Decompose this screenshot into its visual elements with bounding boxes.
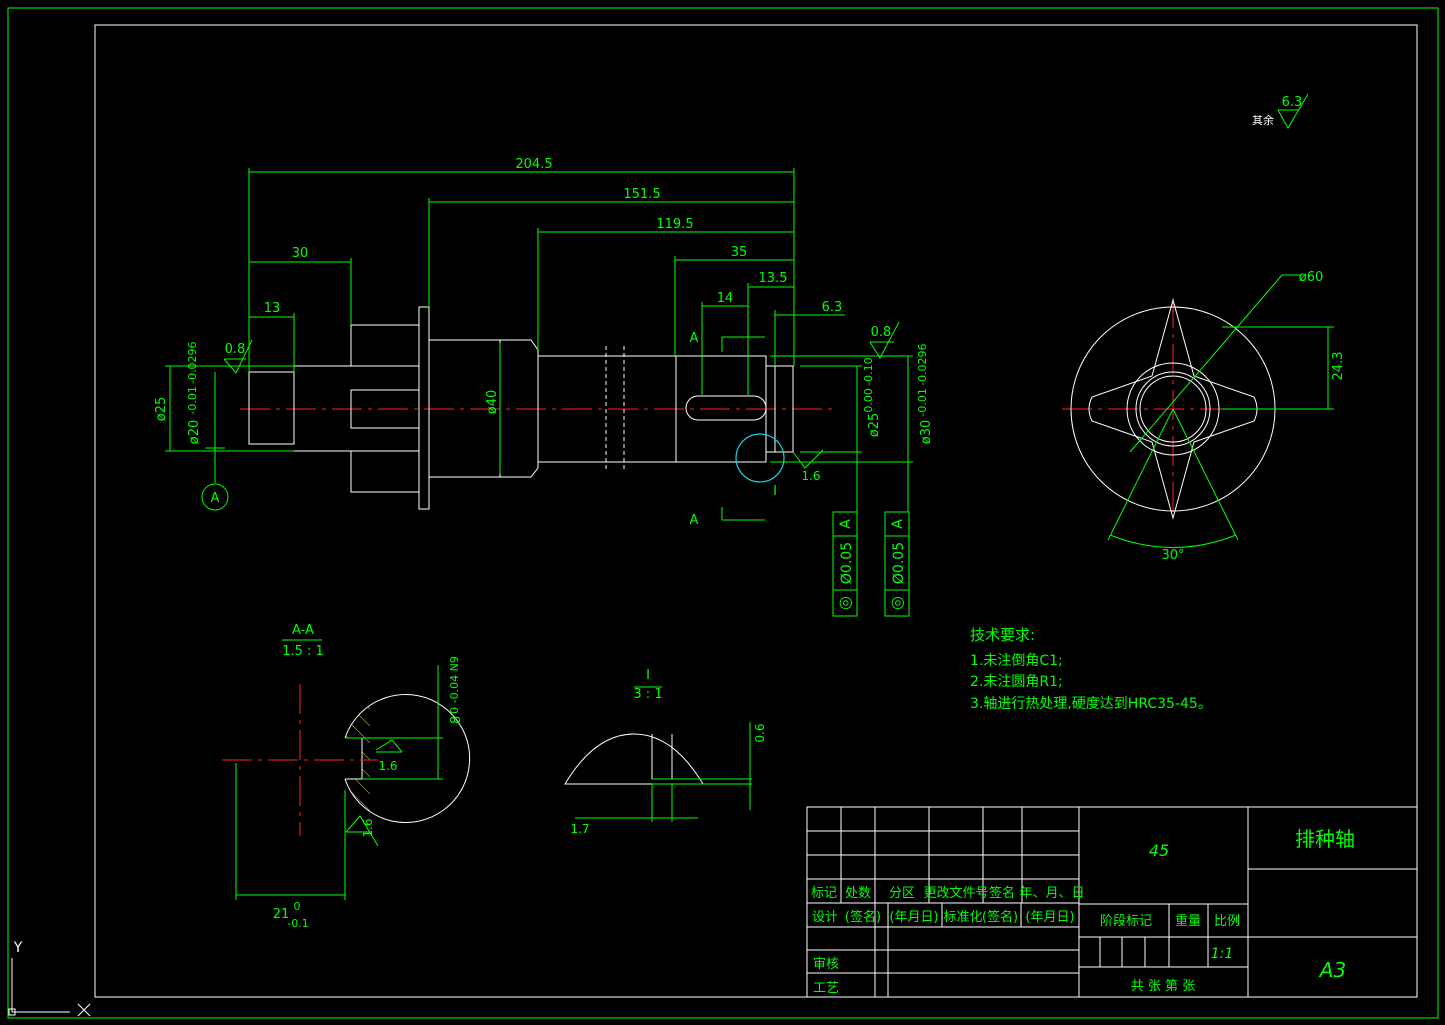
- tb-h-docno: 更改文件号: [923, 886, 988, 901]
- dim-204-5: 204.5: [515, 157, 552, 172]
- tb-standard-date: (年月日): [1025, 910, 1074, 925]
- tb-part-name: 排种轴: [1295, 827, 1355, 851]
- datum-a-label: A: [211, 491, 220, 506]
- rest-roughness: 6.3: [1282, 95, 1303, 110]
- ucs-x-label: X: [96, 1009, 97, 1011]
- dim-13: 13: [264, 301, 281, 316]
- dim-24-3: 24.3: [1331, 352, 1346, 381]
- rough-aa-2: 1.6: [361, 818, 375, 837]
- tb-design: 设计: [812, 910, 838, 925]
- dim-0-6: 0.6: [753, 723, 767, 742]
- tb-material: 45: [1149, 841, 1169, 860]
- dim-phi20: ø20: [187, 420, 202, 445]
- rough-0-8-left: 0.8: [225, 342, 246, 357]
- dim-phi60: ø60: [1299, 270, 1324, 285]
- section-a-bottom: A: [690, 513, 699, 528]
- dim-13-5: 13.5: [759, 271, 788, 286]
- tb-h-zone: 分区: [889, 886, 915, 901]
- end-view: [1062, 274, 1334, 548]
- detail-i-view: [564, 686, 752, 822]
- tb-process-label: 工艺: [813, 981, 839, 996]
- tb-scale: 1:1: [1211, 946, 1234, 962]
- tb-h-date: 年、月、日: [1019, 886, 1084, 901]
- tol-frame-1-symbol: ◎: [835, 596, 854, 610]
- tb-h-count: 处数: [845, 886, 871, 901]
- dim-1-7: 1.7: [570, 822, 589, 836]
- detail-i-marker: I: [773, 484, 777, 499]
- tb-scale-label: 比例: [1214, 914, 1240, 929]
- tb-h-sign: 签名: [989, 885, 1015, 901]
- dim-119-5: 119.5: [656, 217, 693, 232]
- dim-phi30-tol: -0.01 -0.0296: [916, 343, 929, 416]
- tol-frame-2-value: Ø0.05: [891, 542, 907, 584]
- rough-1-6: 1.6: [801, 469, 820, 483]
- tb-sheet-size: A3: [1318, 958, 1346, 982]
- tol-frame-2-symbol: ◎: [887, 596, 906, 610]
- dim-phi25-right: ø25: [867, 413, 882, 438]
- dim-angle-30: 30°: [1161, 548, 1184, 563]
- ucs-icon: [8, 958, 91, 1017]
- outer-frame: [7, 7, 1439, 1019]
- rest-label: 其余: [1252, 113, 1274, 127]
- tol-frame-2-datum: A: [890, 519, 906, 529]
- tb-standard: 标准化: [943, 910, 982, 925]
- tol-frame-1-datum: A: [838, 519, 854, 529]
- section-a-top: A: [690, 331, 699, 346]
- tech-title: 技术要求:: [970, 626, 1035, 644]
- tb-weight-label: 重量: [1175, 913, 1201, 929]
- detail-title: I: [646, 668, 650, 683]
- dim-8: 8: [449, 716, 464, 724]
- rough-aa-1: 1.6: [378, 759, 397, 773]
- tb-review-label: 审核: [813, 957, 839, 972]
- dim-6-3: 6.3: [822, 300, 843, 315]
- rough-0-8-right: 0.8: [871, 325, 892, 340]
- section-scale: 1.5 : 1: [282, 644, 324, 659]
- dim-phi30: ø30: [919, 420, 934, 445]
- inner-frame: [94, 24, 1418, 998]
- dim-phi40: ø40: [485, 390, 500, 415]
- tb-design-date: (年月日): [889, 910, 938, 925]
- tech-item-2: 2.未注圆角R1;: [970, 674, 1063, 690]
- dim-phi20-tol: -0.01 -0.0296: [186, 341, 199, 414]
- ucs-y-label: Y: [13, 940, 23, 956]
- tb-sheets-label: 共 张 第 张: [1131, 979, 1195, 994]
- title-block: [806, 806, 1418, 998]
- tb-h-mark: 标记: [811, 886, 837, 901]
- dim-14: 14: [717, 291, 734, 306]
- tech-item-3: 3.轴进行热处理,硬度达到HRC35-45。: [970, 696, 1212, 712]
- tb-standard-sign: (签名): [982, 909, 1018, 925]
- section-title: A-A: [292, 623, 314, 638]
- section-a-a: [222, 639, 471, 900]
- dim-8-tol: 0 -0.04 N9: [448, 656, 461, 714]
- dim-30: 30: [292, 246, 309, 261]
- detail-scale: 3 : 1: [633, 687, 662, 702]
- dim-21: 21: [273, 907, 290, 922]
- dim-phi25-left: ø25: [154, 397, 169, 422]
- dim-phi25-right-tol: 0.00 -0.10: [862, 357, 875, 412]
- tech-item-1: 1.未注倒角C1;: [970, 653, 1063, 669]
- tol-frame-1-value: Ø0.05: [839, 542, 855, 584]
- tb-design-sign: (签名): [845, 909, 881, 925]
- dim-21-tol-up: 0: [294, 900, 301, 913]
- dim-151-5: 151.5: [623, 187, 660, 202]
- main-dimensions: [165, 93, 1309, 617]
- dim-35: 35: [731, 245, 748, 260]
- tb-stage-label: 阶段标记: [1100, 914, 1152, 929]
- dim-21-tol-low: -0.1: [287, 917, 308, 930]
